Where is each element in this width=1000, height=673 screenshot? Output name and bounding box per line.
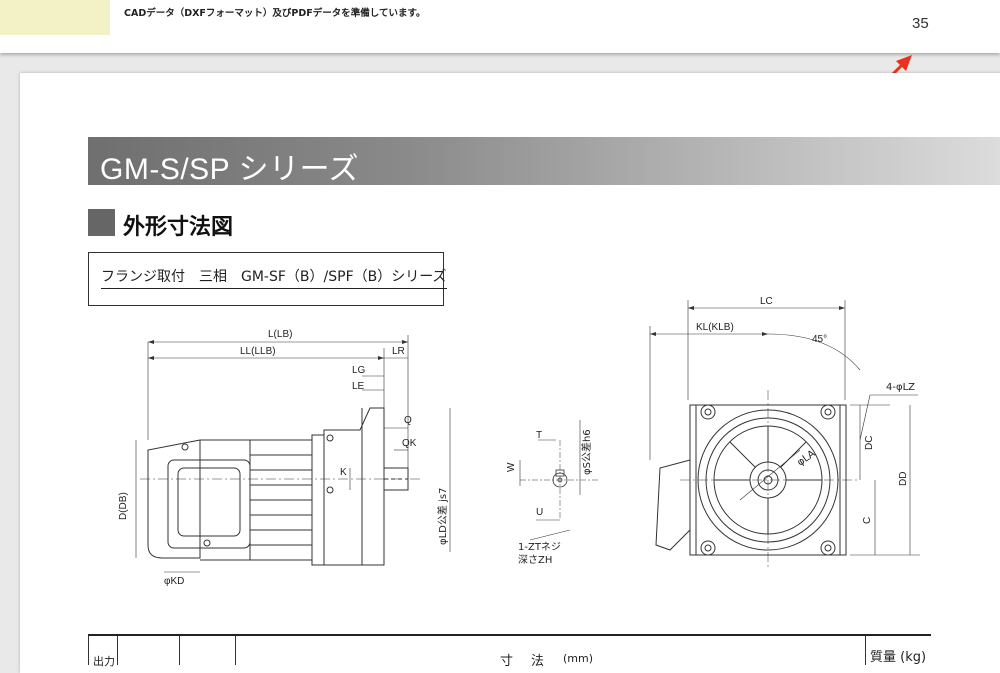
dim-DD: DD	[898, 472, 909, 486]
dim-ZH: 深さZH	[518, 554, 552, 566]
series-banner	[88, 137, 1000, 185]
dim-DB: D(DB)	[118, 492, 129, 520]
table-col-3	[180, 636, 236, 665]
dim-L: L(LB)	[268, 329, 292, 340]
dim-DC: DC	[864, 436, 875, 450]
dim-LE: LE	[352, 381, 365, 392]
dim-LL: LL(LLB)	[240, 346, 276, 357]
dim-KD: φKD	[164, 576, 184, 587]
motor-front-view	[655, 390, 860, 570]
dimension-drawing: L(LB) LL(LLB) LR LG LE Q QK K φLD公差 js7 …	[118, 296, 920, 587]
page-tab-marker	[0, 0, 110, 35]
dimension-table-header	[88, 634, 931, 665]
dim-LR: LR	[392, 346, 405, 357]
dim-angle: 45°	[812, 334, 827, 345]
dim-U: U	[536, 507, 543, 518]
dim-W: W	[506, 462, 517, 472]
dim-Q: Q	[404, 415, 412, 426]
drawing-subtitle: フランジ取付 三相 GM-SF（B）/SPF（B）シリーズ	[101, 266, 447, 289]
subtitle-frame	[88, 252, 444, 306]
dim-LG: LG	[352, 365, 366, 376]
dim-KL: KL(KLB)	[696, 322, 734, 333]
dim-K: K	[340, 467, 347, 478]
table-header-mass: 質量 (kg)	[870, 650, 927, 665]
dim-T: T	[536, 430, 542, 441]
shaft-key-detail	[519, 420, 600, 541]
dim-QK: QK	[402, 438, 417, 449]
table-col-2	[118, 636, 180, 665]
dim-C: C	[862, 517, 873, 524]
motor-side-view	[140, 407, 420, 566]
dim-ZT: 1-ZTネジ	[518, 541, 561, 553]
table-col-output	[89, 636, 118, 665]
section-title: 外形寸法図	[123, 215, 234, 240]
page-number: 35	[912, 15, 929, 32]
section-marker	[88, 209, 115, 236]
table-col-dims	[236, 636, 866, 665]
series-title: GM-S/SP シリーズ	[100, 153, 359, 186]
cad-data-note: CADデータ（DXFフォーマット）及びPDFデータを準備しています。	[124, 8, 426, 19]
dim-LZ: 4-φLZ	[886, 382, 915, 393]
table-header-unit: (mm)	[563, 652, 594, 665]
dim-S: φS公差h6	[580, 429, 593, 475]
table-header-dims: 寸法	[500, 654, 563, 669]
dim-LD: φLD公差 js7	[436, 488, 449, 545]
previous-page: CADデータ（DXFフォーマット）及びPDFデータを準備しています。 35	[0, 0, 1000, 53]
dim-LC: LC	[760, 296, 773, 307]
table-header-output: 出力	[93, 655, 115, 668]
